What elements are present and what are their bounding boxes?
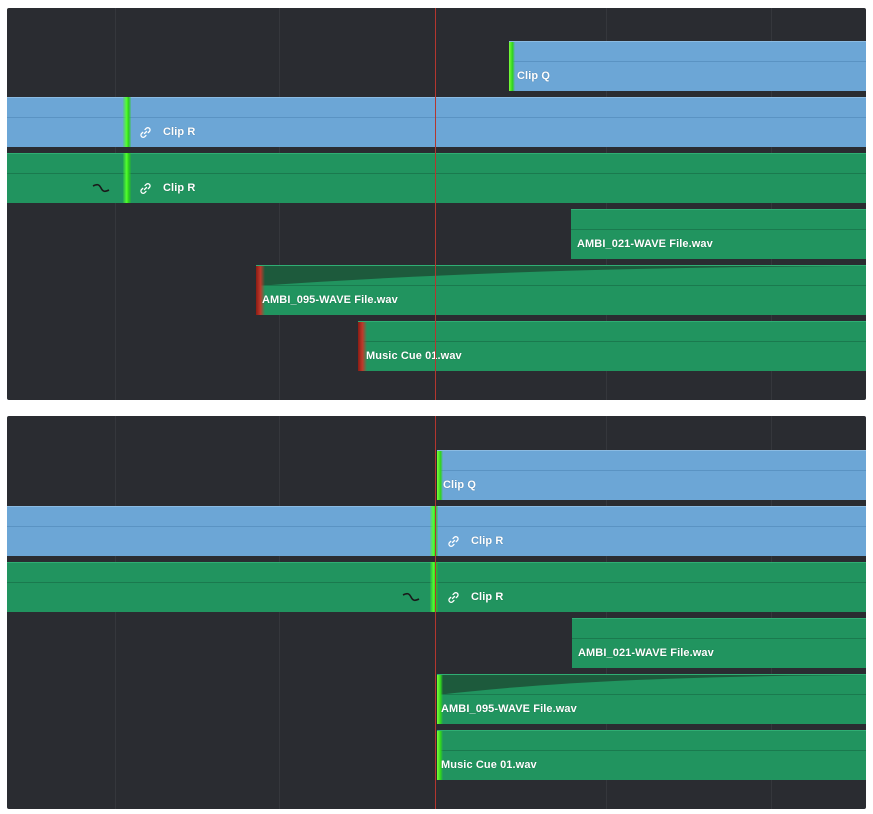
edit-point-left[interactable] [509,42,515,91]
edit-point-clip-r-video[interactable] [123,97,131,147]
timeline-panel-after: Clip Q Clip R Clip R AMBI_021-WAVE File.… [7,416,866,809]
edit-point-left[interactable] [437,731,443,780]
clip-ambi-095[interactable]: AMBI_095-WAVE File.wav [256,265,866,315]
edit-point-left[interactable] [437,675,443,724]
clip-q-label: Clip Q [517,70,550,82]
clip-ambi-021[interactable]: AMBI_021-WAVE File.wav [572,618,866,668]
timeline-gridline [606,8,607,400]
audio-curve-icon [92,183,110,193]
clip-divider [437,750,866,751]
clip-r-audio-label: Clip R [471,591,504,603]
fade-in-curve [437,675,866,695]
clip-ambi-021-label: AMBI_021-WAVE File.wav [577,238,713,250]
clip-music-cue-label: Music Cue 01.wav [441,759,537,771]
clip-divider [571,229,866,230]
clip-divider [437,694,866,695]
clip-ambi-021[interactable]: AMBI_021-WAVE File.wav [571,209,866,259]
edit-point-left[interactable] [256,266,265,315]
clip-divider [358,341,866,342]
clip-divider [437,470,866,471]
clip-divider [509,61,866,62]
timeline-gridline [606,416,607,809]
clip-ambi-095-label: AMBI_095-WAVE File.wav [441,703,577,715]
clip-divider [7,117,866,118]
clip-ambi-095-label: AMBI_095-WAVE File.wav [262,294,398,306]
clip-divider [7,173,866,174]
clip-r-audio[interactable]: Clip R [7,153,866,203]
timeline-panel-before: Clip Q Clip R Clip R AMBI_021-WAVE File.… [7,8,866,400]
link-icon [140,183,151,194]
timeline-gridline [771,416,772,809]
clip-music-cue[interactable]: Music Cue 01.wav [358,321,866,371]
edit-point-clip-r-video[interactable] [430,506,438,556]
clip-q[interactable]: Clip Q [509,41,866,91]
timeline-gridline [115,8,116,400]
clip-ambi-021-label: AMBI_021-WAVE File.wav [578,647,714,659]
timeline-gridline [771,8,772,400]
fade-in-curve [256,266,866,286]
playhead[interactable] [435,416,436,809]
edit-point-clip-r-audio[interactable] [430,562,438,612]
clip-r-video-label: Clip R [163,126,196,138]
clip-divider [256,285,866,286]
link-icon [448,592,459,603]
clip-q-label: Clip Q [443,479,476,491]
timeline-gridline [115,416,116,809]
edit-point-left[interactable] [358,322,367,371]
clip-divider [572,638,866,639]
edit-point-clip-r-audio[interactable] [123,153,131,203]
playhead[interactable] [435,8,436,400]
clip-r-video-label: Clip R [471,535,504,547]
clip-ambi-095[interactable]: AMBI_095-WAVE File.wav [437,674,866,724]
clip-music-cue[interactable]: Music Cue 01.wav [437,730,866,780]
clip-music-cue-label: Music Cue 01.wav [366,350,462,362]
link-icon [448,536,459,547]
timeline-gridline [279,8,280,400]
timeline-gridline [279,416,280,809]
clip-r-audio-label: Clip R [163,182,196,194]
clip-q[interactable]: Clip Q [437,450,866,500]
edit-point-left[interactable] [437,451,443,500]
link-icon [140,127,151,138]
clip-r-video[interactable]: Clip R [7,97,866,147]
audio-curve-icon [402,592,420,602]
